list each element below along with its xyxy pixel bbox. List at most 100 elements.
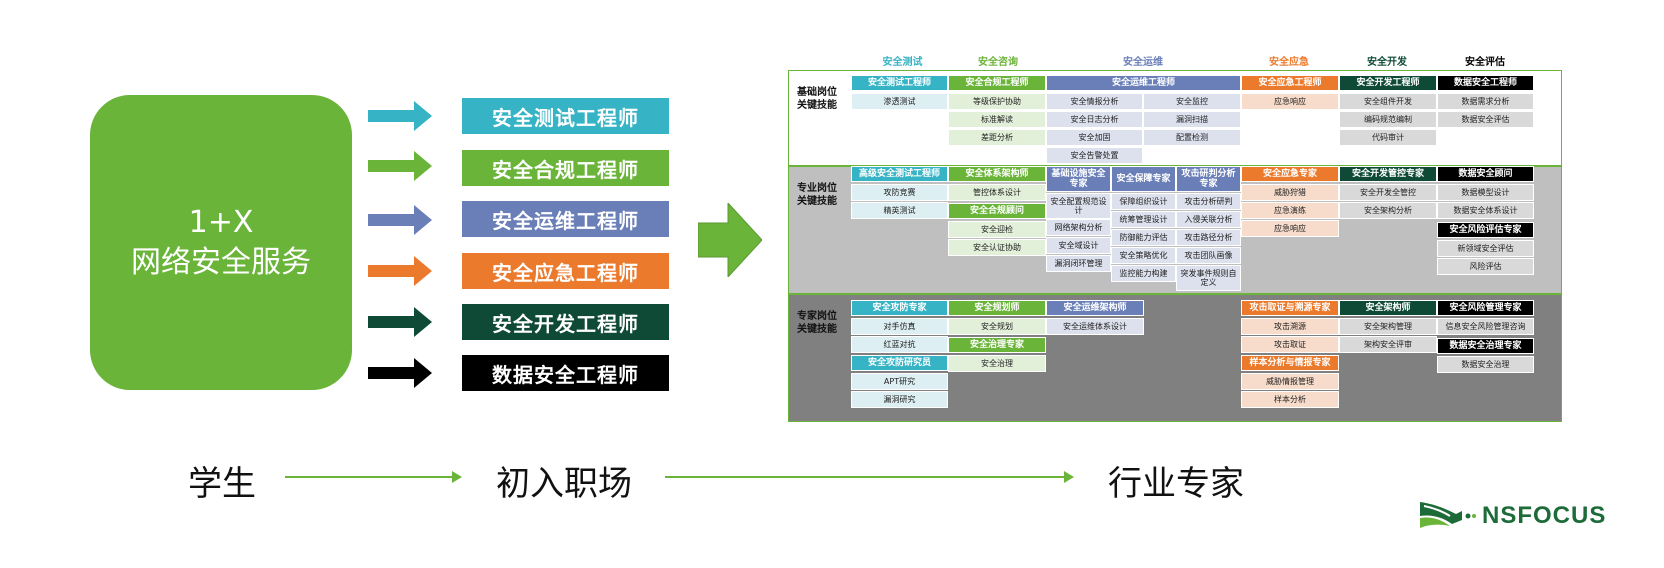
service-box-line1: 1+X <box>188 204 254 240</box>
matrix-skill: 安全架构分析 <box>1339 202 1437 219</box>
matrix-skill: 安全监控 <box>1143 93 1241 110</box>
matrix-skill: 应急响应 <box>1241 220 1339 237</box>
matrix-skill: 安全认证协助 <box>948 239 1046 256</box>
role-arrow <box>368 151 432 181</box>
row-label-professional: 专业岗位关键技能 <box>797 183 837 207</box>
matrix-skill: 安全策略优化 <box>1111 247 1176 264</box>
matrix-skill: 编码规范编制 <box>1339 111 1437 128</box>
matrix-header: 安全攻防专家 <box>851 300 948 316</box>
matrix-header: 安全运维架构师 <box>1046 300 1144 316</box>
timeline-arrow <box>285 471 462 483</box>
stage-entry: 初入职场 <box>496 464 632 504</box>
row-label-basic: 基础岗位关键技能 <box>797 87 837 111</box>
matrix-skill: 漏洞扫描 <box>1143 111 1241 128</box>
matrix-header: 高级安全测试工程师 <box>851 166 948 182</box>
matrix-skill: 安全架构管理 <box>1339 318 1437 335</box>
matrix-skill: 安全日志分析 <box>1046 111 1143 128</box>
matrix-skill: 安全迎检 <box>948 221 1046 238</box>
matrix-header: 安全风险评估专家 <box>1437 222 1534 238</box>
matrix-header: 样本分析与情报专家 <box>1241 355 1339 371</box>
matrix-skill: 安全情报分析 <box>1046 93 1143 110</box>
service-box: 1+X 网络安全服务 <box>90 95 352 390</box>
matrix-skill: 攻击分析研判 <box>1176 193 1241 210</box>
matrix-header: 安全合规工程师 <box>948 75 1046 91</box>
matrix-header: 基础设施安全专家 <box>1046 166 1111 192</box>
matrix-skill: 差距分析 <box>948 129 1046 146</box>
matrix-skill: 入侵关联分析 <box>1176 211 1241 228</box>
matrix-skill: 安全加固 <box>1046 129 1143 146</box>
matrix-skill: 监控能力构建 <box>1111 265 1176 282</box>
matrix-skill: 数据安全治理 <box>1437 356 1534 373</box>
matrix-header: 安全运维工程师 <box>1046 75 1241 91</box>
role-security-test: 安全测试工程师 <box>462 98 669 134</box>
matrix-skill: 攻防竞赛 <box>851 184 948 201</box>
matrix-header: 数据安全工程师 <box>1437 75 1534 91</box>
matrix-skill: 突发事件规则自定义 <box>1176 265 1241 291</box>
matrix-skill: 安全配置规范设计 <box>1046 193 1111 219</box>
role-arrow <box>368 358 432 388</box>
matrix-header: 安全规划师 <box>948 300 1046 316</box>
matrix-skill: 网络架构分析 <box>1046 219 1111 236</box>
matrix-skill: 漏洞研究 <box>851 391 948 408</box>
matrix-skill: APT研究 <box>851 373 948 390</box>
matrix-skill: 安全运维体系设计 <box>1046 318 1144 335</box>
matrix-header: 安全攻防研究员 <box>851 355 948 371</box>
matrix-skill: 数据安全评估 <box>1437 111 1534 128</box>
role-arrow <box>368 101 432 131</box>
matrix-skill: 标准解读 <box>948 111 1046 128</box>
role-security-compliance: 安全合规工程师 <box>462 150 669 186</box>
matrix-skill: 数据需求分析 <box>1437 93 1534 110</box>
matrix-skill: 新领域安全评估 <box>1437 240 1534 257</box>
matrix-header: 安全风险管理专家 <box>1437 300 1534 316</box>
column-header-test: 安全测试 <box>882 57 923 68</box>
column-header-dev: 安全开发 <box>1367 57 1407 68</box>
matrix-skill: 等级保护协助 <box>948 93 1046 110</box>
matrix-skill: 安全规划 <box>948 318 1046 335</box>
matrix-skill: 代码审计 <box>1339 129 1437 146</box>
role-arrow <box>368 307 432 337</box>
matrix-header: 攻击研判分析专家 <box>1176 166 1241 192</box>
matrix-header: 安全架构师 <box>1339 300 1437 316</box>
matrix-header: 安全治理专家 <box>948 337 1046 353</box>
matrix-skill: 攻击溯源 <box>1241 318 1339 335</box>
matrix-header: 数据安全顾问 <box>1437 166 1534 182</box>
matrix-header: 安全开发工程师 <box>1339 75 1437 91</box>
matrix-header: 安全体系架构师 <box>948 166 1046 182</box>
matrix-header: 安全测试工程师 <box>851 75 948 91</box>
matrix-skill: 安全告警处置 <box>1046 147 1143 164</box>
matrix-skill: 安全域设计 <box>1046 237 1111 254</box>
matrix-header: 安全应急工程师 <box>1241 75 1339 91</box>
matrix-skill: 威胁狩猎 <box>1241 184 1339 201</box>
matrix-skill: 威胁情报管理 <box>1241 373 1339 390</box>
column-header-ops: 安全运维 <box>1123 57 1163 68</box>
role-security-dev: 安全开发工程师 <box>462 304 669 340</box>
matrix-header: 攻击取证与溯源专家 <box>1241 300 1339 316</box>
matrix-skill: 防御能力评估 <box>1111 229 1176 246</box>
matrix-skill: 安全组件开发 <box>1339 93 1437 110</box>
matrix-skill: 配置检测 <box>1143 129 1241 146</box>
matrix-skill: 精英测试 <box>851 202 948 219</box>
service-box-line2: 网络安全服务 <box>131 244 311 280</box>
matrix-header: 安全保障专家 <box>1111 166 1176 192</box>
role-data-security: 数据安全工程师 <box>462 355 669 391</box>
column-header-emergency: 安全应急 <box>1269 57 1309 68</box>
matrix-skill: 攻击路径分析 <box>1176 229 1241 246</box>
big-arrow-icon <box>698 203 762 277</box>
matrix-skill: 统筹管理设计 <box>1111 211 1176 228</box>
matrix-header: 安全应急专家 <box>1241 166 1339 182</box>
matrix-skill: 攻击团队画像 <box>1176 247 1241 264</box>
stage-expert: 行业专家 <box>1108 464 1244 504</box>
matrix-skill: 对手仿真 <box>851 318 948 335</box>
matrix-skill: 数据安全体系设计 <box>1437 202 1534 219</box>
role-security-emergency: 安全应急工程师 <box>462 253 669 289</box>
nsfocus-logo-text: NSFOCUS <box>1482 502 1607 529</box>
role-security-ops: 安全运维工程师 <box>462 201 669 237</box>
matrix-skill: 保障组织设计 <box>1111 193 1176 210</box>
matrix-skill: 样本分析 <box>1241 391 1339 408</box>
matrix-skill: 攻击取证 <box>1241 336 1339 353</box>
nsfocus-logo-icon <box>1420 502 1476 528</box>
stage-student: 学生 <box>188 464 256 504</box>
matrix-skill: 安全开发全管控 <box>1339 184 1437 201</box>
matrix-skill: 管控体系设计 <box>948 184 1046 201</box>
role-arrow <box>368 256 432 286</box>
